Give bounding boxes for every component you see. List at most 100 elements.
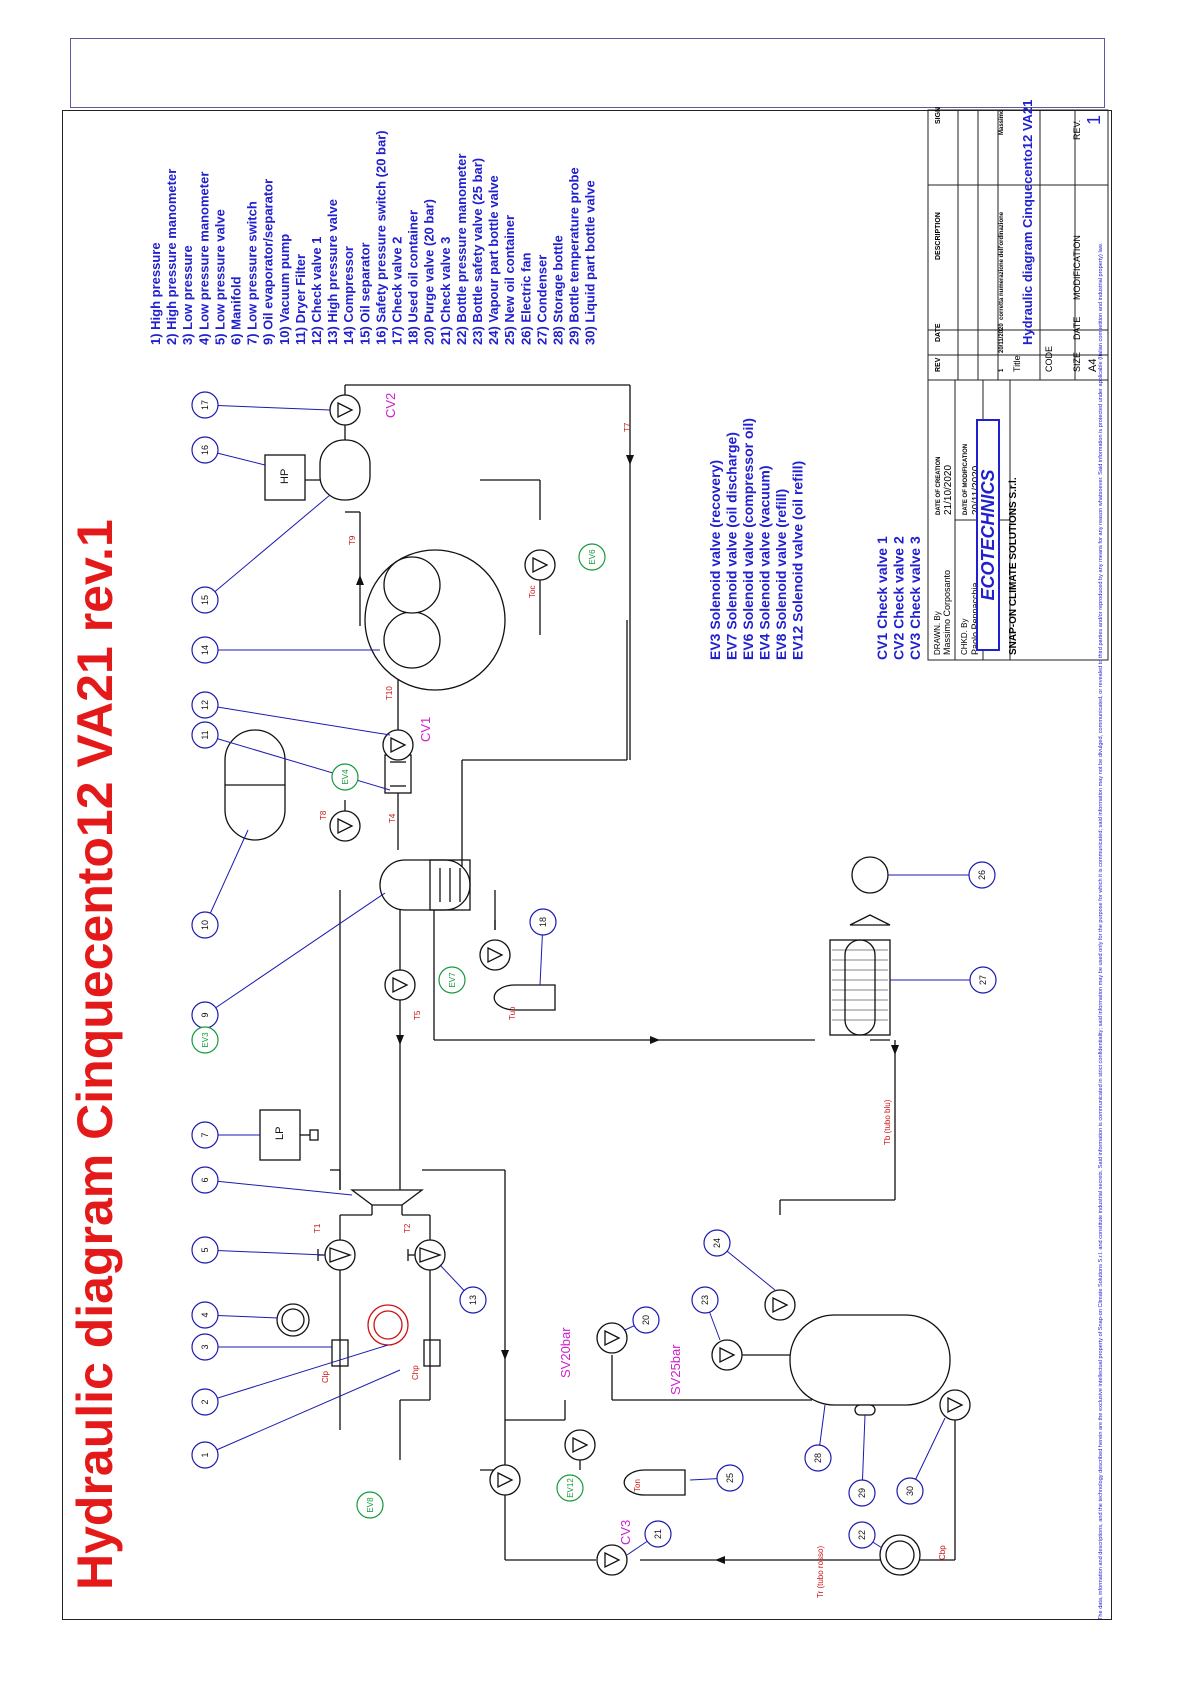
- solenoid-legend-item: EV6 Solenoid valve (compressor oil): [740, 418, 756, 660]
- callout-number: 15: [200, 595, 210, 605]
- pipe-tag: Tuo: [508, 1006, 517, 1020]
- solenoid-legend-item: EV3 Solenoid valve (recovery): [707, 460, 723, 660]
- callout-number: 4: [200, 1312, 210, 1317]
- legend-item: 15) Oil separator: [357, 242, 372, 345]
- callout-circle: [191, 636, 219, 664]
- legend-item: 17) Check valve 2: [390, 237, 405, 345]
- date-label: DATE: [1072, 317, 1082, 340]
- callout-number: 3: [200, 1344, 210, 1349]
- solenoid-legend-item: EV8 Solenoid valve (refill): [773, 489, 789, 660]
- rev-row-rev: 1: [999, 368, 1005, 372]
- rev-value: 1: [1084, 115, 1104, 125]
- rev-row-date: 20/11/2020: [999, 323, 1005, 353]
- ev-tag-circle: [556, 1474, 584, 1502]
- callout-number: 11: [200, 730, 210, 739]
- callout-number: 22: [857, 1530, 867, 1540]
- legend-item: 4) Low pressure manometer: [196, 172, 211, 345]
- legend-item: 28) Storage bottle: [551, 235, 566, 345]
- pipe-tag: T10: [385, 686, 394, 700]
- pipe-tag: Toc: [528, 586, 537, 598]
- pipe-tag: Cbp: [938, 1545, 947, 1560]
- check-legend-item: CV3 Check valve 3: [907, 536, 923, 660]
- rev-header-sign: SIGN: [935, 107, 942, 124]
- callout-number: 17: [200, 400, 210, 410]
- callout-circle: [191, 911, 219, 939]
- ev-tag-circle: [331, 763, 359, 791]
- size-value: A4: [1087, 359, 1099, 372]
- callout-circle: [191, 1301, 219, 1329]
- callout-circle: [191, 1121, 219, 1149]
- legend-item: 27) Condenser: [534, 255, 549, 345]
- callout-circle: [529, 908, 557, 936]
- ev-tag-circle: [578, 543, 606, 571]
- pipe-tag: Chp: [411, 1365, 420, 1380]
- ev-tag: EV3: [201, 1032, 210, 1048]
- sv-tag: SV20bar: [558, 1327, 573, 1378]
- drawn-by: Massimo Corposanto: [942, 570, 952, 655]
- modification-label: MODIFICATION: [1072, 235, 1082, 300]
- legend-item: 9) Oil evaporator/separator: [261, 179, 276, 345]
- switch-tag: LP: [274, 1127, 286, 1140]
- company-logo: ECOTECHNICS: [976, 419, 1000, 651]
- legend-item: 20) Purge valve (20 bar): [422, 199, 437, 345]
- legend-item: 22) Bottle pressure manometer: [454, 154, 469, 345]
- callout-number: 26: [977, 870, 987, 880]
- checked-by-label: CHKD. By: [960, 619, 969, 655]
- callout-number: 28: [813, 1453, 823, 1463]
- callout-circle: [969, 966, 997, 994]
- callout-circle: [691, 1286, 719, 1314]
- callout-number: 29: [857, 1488, 867, 1498]
- pipe-tag: Clp: [321, 1370, 330, 1383]
- cv-tag: CV2: [383, 393, 398, 418]
- legend-item: 18) Used oil container: [406, 210, 421, 345]
- legend-item: 10) Vacuum pump: [277, 234, 292, 345]
- rev-header-description: DESCRIPTION: [935, 212, 942, 260]
- diagram-title: Hydraulic diagram Cinquecento12 VA21 rev…: [67, 519, 123, 1590]
- sv-tag: SV25bar: [668, 1344, 683, 1395]
- company-name: SNAP-ON CLIMATE SOLUTIONS S.r.l.: [1008, 477, 1019, 655]
- rev-header-date: DATE: [935, 323, 942, 342]
- callout-circle: [632, 1306, 660, 1334]
- legend-item: 24) Vapour part bottle valve: [486, 175, 501, 345]
- callout-number: 23: [700, 1295, 710, 1305]
- callout-circle: [191, 1388, 219, 1416]
- callout-circle: [804, 1444, 832, 1472]
- callout-circle: [191, 691, 219, 719]
- legend-item: 14) Compressor: [341, 246, 356, 345]
- legend-item: 26) Electric fan: [518, 252, 533, 345]
- legend-item: 7) Low pressure switch: [245, 201, 260, 345]
- date-creation: 21/10/2020: [943, 465, 954, 515]
- callout-number: 24: [712, 1238, 722, 1248]
- callout-circle: [191, 721, 219, 749]
- callout-number: 27: [978, 975, 988, 985]
- legend-item: 3) Low pressure: [180, 245, 195, 345]
- rev-row-sign: Massimo: [999, 109, 1005, 135]
- legend-item: 21) Check valve 3: [438, 237, 453, 345]
- ev-tag: EV12: [566, 1478, 575, 1498]
- header-box: [70, 38, 1105, 108]
- title-label: Title: [1012, 355, 1022, 372]
- disclaimer: The data, information and descriptions, …: [1098, 242, 1104, 1620]
- callout-number: 7: [200, 1132, 210, 1137]
- ev-tag: EV4: [341, 769, 350, 785]
- pipe-tag: Tb (tubo blu): [883, 1099, 892, 1145]
- callout-circle: [191, 436, 219, 464]
- callout-circle: [644, 1520, 672, 1548]
- pipe-tag: T5: [413, 1010, 422, 1020]
- callout-circle: [191, 586, 219, 614]
- callout-number: 6: [200, 1177, 210, 1182]
- logo-text: ECOTECHNICS: [978, 469, 998, 600]
- title-block-title: Hydraulic diagram Cinquecento12 VA21: [1020, 100, 1035, 345]
- pipe-tag: T1: [313, 1223, 322, 1233]
- legend-item: 25) New oil container: [502, 215, 517, 345]
- callout-circle: [459, 1286, 487, 1314]
- callout-circle: [191, 1236, 219, 1264]
- callout-number: 25: [725, 1473, 735, 1483]
- switch-tag: HP: [279, 469, 291, 484]
- callout-circle: [896, 1477, 924, 1505]
- legend-item: 16) Safety pressure switch (20 bar): [373, 130, 388, 345]
